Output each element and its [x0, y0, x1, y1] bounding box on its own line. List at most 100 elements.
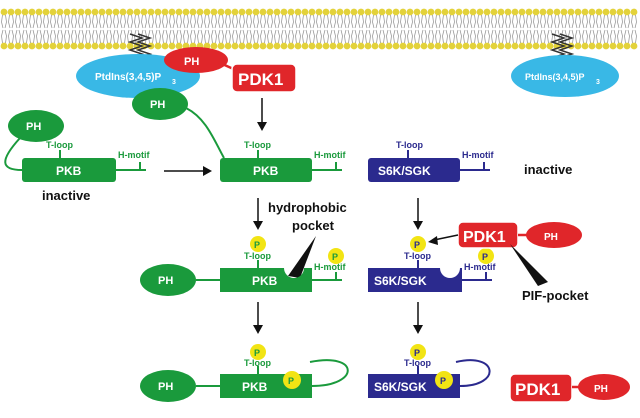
lipid-tail	[106, 29, 109, 44]
lipid-head	[98, 8, 106, 16]
lipid-tail	[568, 29, 571, 44]
lipid-tail	[358, 29, 361, 44]
lipid-tail	[11, 29, 14, 44]
lipid-tail	[214, 29, 217, 44]
lipid-tail	[22, 29, 25, 44]
lipid-tail	[354, 14, 357, 29]
lipid-head	[399, 42, 407, 50]
lipid-tail	[477, 29, 480, 44]
lipid-tail	[354, 29, 357, 44]
lipid-head	[609, 8, 617, 16]
lipid-head	[567, 8, 575, 16]
lipid-head	[168, 42, 176, 50]
lipid-tail	[326, 14, 329, 29]
s6k-row2-hmotif: H-motif	[464, 262, 496, 272]
lipid-tail	[424, 29, 427, 44]
lipid-tail	[18, 14, 21, 29]
lipid-head	[490, 42, 498, 50]
pkb-membrane: PH PKB T-loop H-motif	[132, 88, 346, 182]
lipid-tail	[386, 14, 389, 29]
pdk1-membrane: PH PDK1	[164, 47, 297, 93]
lipid-tail	[599, 14, 602, 29]
lipid-head	[336, 8, 344, 16]
lipid-tail	[43, 29, 46, 44]
lipid-tail	[162, 14, 165, 29]
lipid-tail	[358, 14, 361, 29]
pkb-inactive: PH PKB T-loop H-motif inactive	[4, 110, 150, 203]
lipid-head	[42, 42, 50, 50]
lipid-tail	[396, 29, 399, 44]
lipid-head	[168, 8, 176, 16]
lipid-tail	[64, 14, 67, 29]
pkb-row2-hmotif: H-motif	[314, 262, 346, 272]
lipid-head	[308, 8, 316, 16]
lipid-tail	[445, 14, 448, 29]
lipid-bilayer	[0, 8, 638, 50]
lipid-tail	[512, 29, 515, 44]
lipid-tail	[158, 14, 161, 29]
lipid-tail	[127, 14, 130, 29]
lipid-tail	[207, 29, 210, 44]
lipid-tail	[421, 29, 424, 44]
lipid-tail	[32, 14, 35, 29]
lipid-head	[7, 42, 15, 50]
ptdins-right-label: PtdIns(3,4,5)P	[525, 72, 585, 82]
lipid-tail	[421, 14, 424, 29]
pdk1-docked: PDK1 PH	[428, 221, 582, 249]
lipid-tail	[603, 29, 606, 44]
lipid-tail	[319, 14, 322, 29]
lipid-tail	[466, 29, 469, 44]
lipid-tail	[480, 29, 483, 44]
lipid-head	[357, 8, 365, 16]
lipid-head	[371, 42, 379, 50]
lipid-tail	[536, 29, 539, 44]
lipid-head	[70, 8, 78, 16]
lipid-head	[329, 42, 337, 50]
lipid-head	[252, 8, 260, 16]
pif-pocket-callout: PIF-pocket	[510, 244, 589, 303]
lipid-tail	[470, 14, 473, 29]
lipid-tail	[309, 29, 312, 44]
lipid-tail	[361, 29, 364, 44]
lipid-head	[476, 42, 484, 50]
lipid-head	[245, 42, 253, 50]
s6k-row3-label: S6K/SGK	[374, 380, 427, 394]
lipid-tail	[99, 29, 102, 44]
lipid-tail	[102, 14, 105, 29]
lipid-tail	[43, 14, 46, 29]
lipid-tail	[606, 29, 609, 44]
lipid-tail	[561, 14, 564, 29]
lipid-tail	[232, 14, 235, 29]
lipid-tail	[585, 29, 588, 44]
lipid-tail	[60, 29, 63, 44]
lipid-tail	[235, 29, 238, 44]
lipid-tail	[71, 14, 74, 29]
lipid-tail	[298, 29, 301, 44]
lipid-tail	[382, 29, 385, 44]
lipid-head	[315, 42, 323, 50]
lipid-tail	[277, 29, 280, 44]
pkb-membrane-tloop: T-loop	[244, 140, 271, 150]
lipid-head	[504, 42, 512, 50]
lipid-tail	[200, 14, 203, 29]
lipid-tail	[424, 14, 427, 29]
lipid-tail	[494, 14, 497, 29]
arrow-s6k-row1-row2	[413, 198, 423, 230]
pkb-row3-ph-label: PH	[158, 381, 173, 393]
lipid-head	[553, 8, 561, 16]
lipid-tail	[25, 29, 28, 44]
lipid-tail	[95, 29, 98, 44]
lipid-tail	[554, 14, 557, 29]
lipid-head	[434, 42, 442, 50]
lipid-tail	[435, 29, 438, 44]
s6k-inactive-state: inactive	[524, 162, 572, 177]
lipid-head	[49, 42, 57, 50]
lipid-tail	[316, 14, 319, 29]
lipid-tail	[57, 14, 60, 29]
lipid-head	[602, 8, 610, 16]
lipid-tail	[386, 29, 389, 44]
lipid-head	[518, 8, 526, 16]
lipid-tail	[225, 14, 228, 29]
lipid-tail	[522, 14, 525, 29]
lipid-tail	[256, 14, 259, 29]
